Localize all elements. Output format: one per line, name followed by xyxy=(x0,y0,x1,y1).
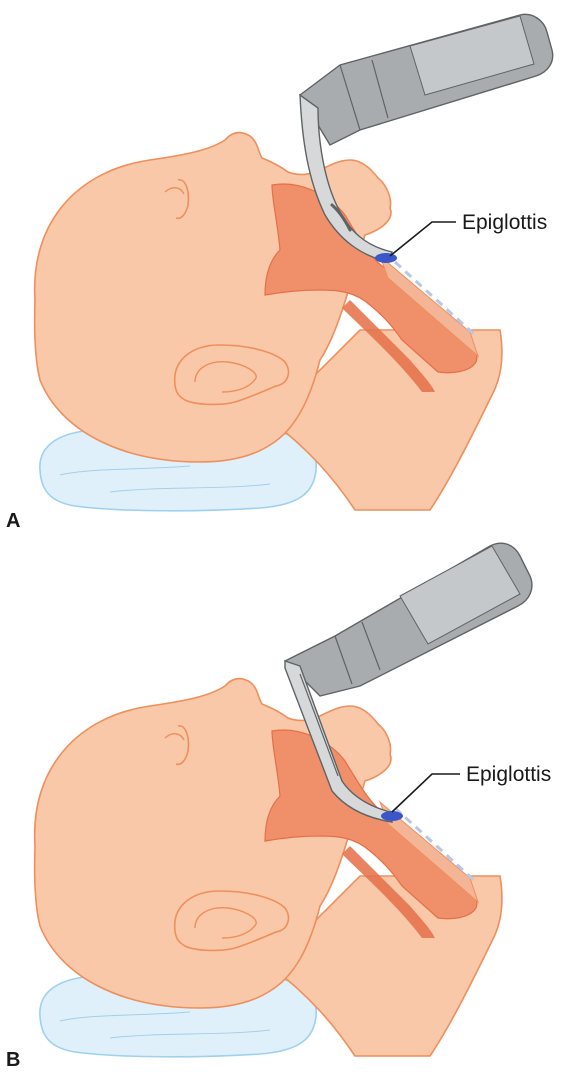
epiglottis-marker xyxy=(381,811,403,821)
panel-label-a: A xyxy=(6,510,20,532)
callout-leader xyxy=(392,774,460,812)
panel-b-illustration: Epiglottis B xyxy=(0,536,568,1072)
callout-epiglottis-a: Epiglottis xyxy=(462,211,547,234)
panel-a-illustration: Epiglottis A xyxy=(0,0,568,536)
panel-b: Epiglottis B xyxy=(0,536,568,1072)
callout-leader xyxy=(390,222,456,256)
callout-epiglottis-b: Epiglottis xyxy=(466,763,551,786)
panel-a: Epiglottis A xyxy=(0,0,568,536)
panel-label-b: B xyxy=(6,1049,20,1071)
epiglottis-marker xyxy=(375,253,397,263)
